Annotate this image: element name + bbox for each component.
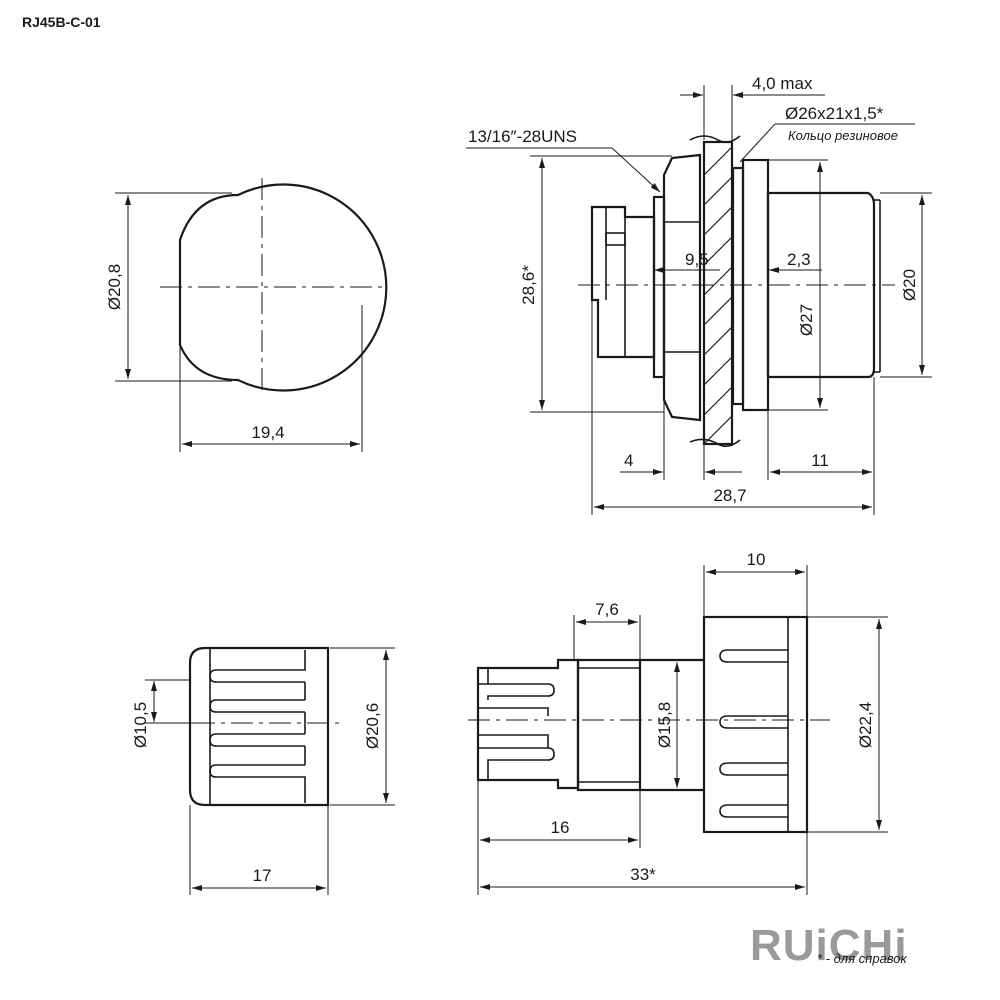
drawing-title: RJ45B-C-01 [22, 14, 101, 30]
dim-front-width: 19,4 [251, 423, 284, 442]
dim-diameter-20-6: Ø20,6 [363, 703, 382, 749]
dim-length-11: 11 [811, 451, 829, 470]
panel-hatching [703, 146, 733, 445]
dim-diameter-22-4: Ø22,4 [856, 702, 875, 748]
dim-diameter-10-5: Ø10,5 [131, 702, 150, 748]
dim-max-thickness: 4,0 max [752, 74, 813, 93]
dim-length-33: 33* [630, 865, 656, 884]
dim-thread: 13/16″-28UNS [468, 127, 577, 146]
side-section-view: 4,0 max Ø26x21x1,5* Кольцо резиновое 13/… [466, 74, 932, 515]
dim-diameter-27: Ø27 [797, 304, 816, 336]
dim-depth-9-5: 9,5 [685, 250, 709, 269]
dim-length-17: 17 [253, 866, 272, 885]
dim-length-16: 16 [551, 818, 570, 837]
dim-nut-diameter: 28,6* [519, 265, 538, 305]
front-view: Ø20,8 19,4 [105, 178, 388, 452]
company-logo: RUiCHi [750, 921, 908, 970]
top-view: 10 7,6 Ø15,8 Ø22,4 16 33* [468, 550, 888, 895]
dim-length-4: 4 [624, 451, 633, 470]
dim-2-3: 2,3 [787, 250, 811, 269]
dim-ring-size: Ø26x21x1,5* [785, 104, 884, 123]
dim-diameter-20: Ø20 [900, 269, 919, 301]
rear-view: Ø10,5 Ø20,6 17 [131, 646, 395, 895]
dim-front-diameter: Ø20,8 [105, 264, 124, 310]
dim-top-10: 10 [747, 550, 766, 569]
ring-label: Кольцо резиновое [788, 128, 898, 143]
dim-length-28-7: 28,7 [713, 486, 746, 505]
dim-top-7-6: 7,6 [595, 600, 619, 619]
footnote: * - для справок [817, 951, 908, 966]
dim-diameter-15-8: Ø15,8 [655, 702, 674, 748]
